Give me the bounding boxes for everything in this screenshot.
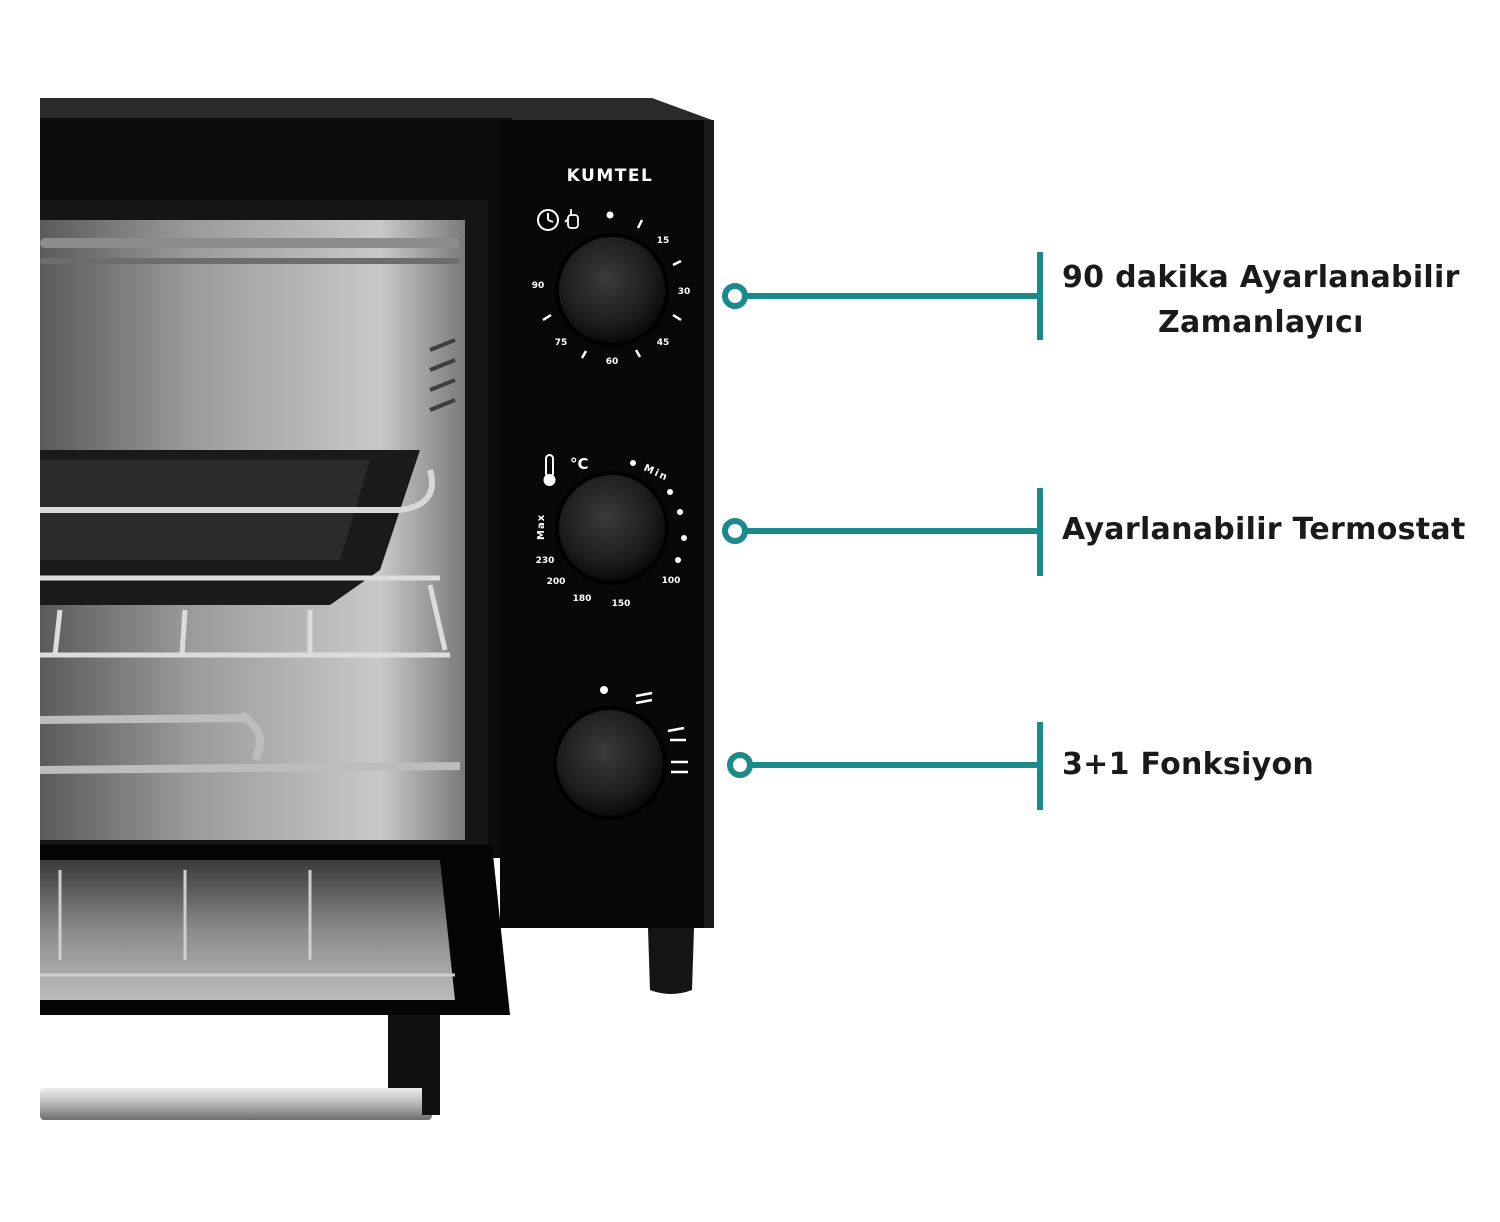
temperature-unit: °C [570, 455, 589, 473]
top-heater-icon [635, 691, 653, 705]
timer-tick-label: 15 [657, 236, 670, 246]
clock-icon [537, 209, 559, 231]
function-callout: 3+1 Fonksiyon [1062, 747, 1315, 782]
callout-connector-timer [722, 252, 1043, 340]
bottom-heater-icon [667, 726, 686, 742]
thermostat-tick-label: 180 [573, 594, 592, 604]
both-heaters-icon [671, 760, 688, 774]
thermostat-callout: Ayarlanabilir Termostat [1062, 512, 1466, 547]
timer-tick-label: 75 [555, 338, 568, 348]
thermostat-tick-label: 100 [662, 576, 681, 586]
thermostat-tick-label: 150 [612, 599, 631, 609]
timer-callout-line-2: Zamanlayıcı [1158, 305, 1364, 340]
timer-tick-label: 90 [532, 281, 545, 291]
function-dial [553, 686, 688, 820]
thermostat-knob[interactable] [555, 471, 669, 585]
timer-callout-line-1: 90 dakika Ayarlanabilir [1062, 260, 1460, 295]
timer-tick-label: 30 [678, 287, 691, 297]
max-label: Max [536, 514, 547, 540]
off-dot-icon [600, 686, 608, 694]
wire-rack [40, 575, 450, 658]
oven-top [40, 98, 712, 120]
function-knob[interactable] [553, 706, 667, 820]
hand-icon [564, 209, 579, 229]
door-handle [40, 1088, 432, 1120]
callout-connector-function [727, 722, 1043, 810]
timer-dial: 15 30 45 60 75 90 [532, 209, 691, 367]
timer-tick-label: 45 [657, 338, 670, 348]
door-glass [40, 860, 455, 1000]
timer-tick-label: 60 [606, 357, 619, 367]
thermostat-tick-label: 230 [536, 556, 555, 566]
callout-connector-thermostat [722, 488, 1043, 576]
oven-foot [648, 928, 694, 994]
thermostat-dial: °C Min Max 100 150 180 200 230 [536, 454, 687, 609]
thermostat-tick-label: 200 [547, 577, 566, 587]
brand-logo: KUMTEL [567, 166, 654, 186]
thermometer-icon [543, 454, 556, 486]
timer-knob[interactable] [555, 233, 669, 347]
